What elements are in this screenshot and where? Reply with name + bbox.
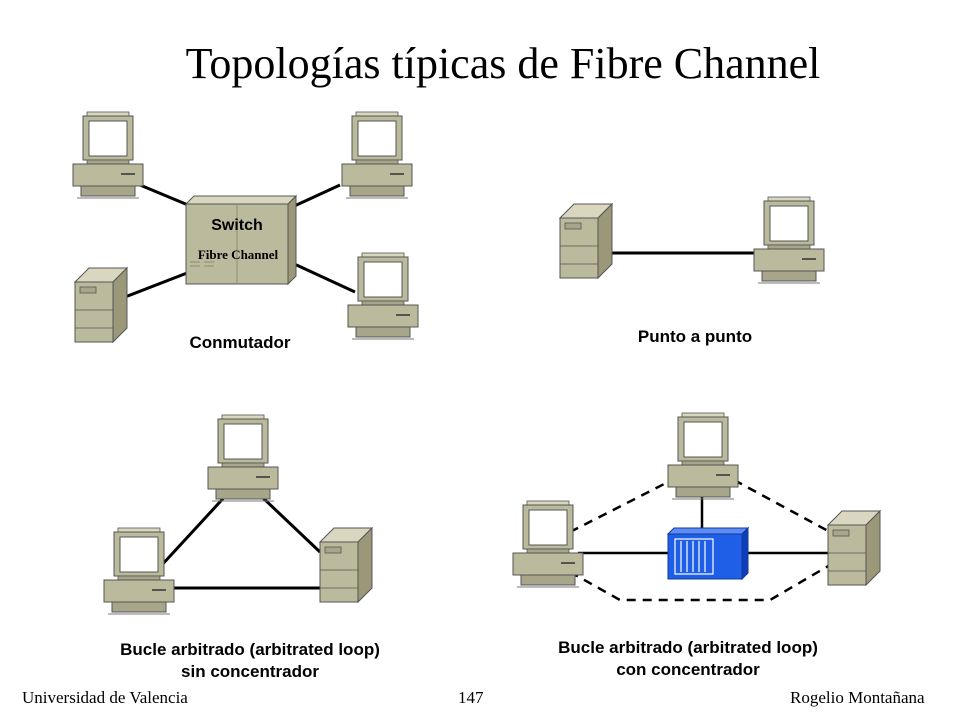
footer-university: Universidad de Valencia — [22, 688, 188, 707]
server-tower-icon — [559, 203, 613, 279]
server-tower-icon — [74, 267, 128, 343]
computer-icon — [753, 196, 825, 284]
link-line — [289, 260, 356, 294]
caption-loop-without-hub: Bucle arbitrado (arbitrated loop) sin co… — [60, 639, 440, 683]
computer-icon — [72, 111, 144, 199]
switch-icon: Switch Fibre Channel — [184, 194, 298, 286]
caption-loop-with-hub: Bucle arbitrado (arbitrated loop) con co… — [498, 637, 878, 681]
switched-topology: Switch Fibre Channel — [72, 111, 419, 343]
hub-icon — [666, 526, 750, 581]
switch-label: Switch — [211, 217, 263, 234]
computer-icon — [207, 414, 279, 502]
computer-icon — [347, 252, 419, 340]
computer-icon — [103, 527, 175, 615]
caption-line: con concentrador — [616, 660, 760, 679]
loop-line — [569, 563, 831, 602]
loop-line — [733, 478, 831, 534]
switch-sublabel: Fibre Channel — [198, 247, 279, 262]
caption-line: sin concentrador — [181, 662, 319, 681]
computer-icon — [667, 412, 739, 500]
computer-icon — [341, 111, 413, 199]
caption-line: Bucle arbitrado (arbitrated loop) — [558, 638, 818, 657]
server-tower-icon — [319, 527, 373, 603]
link-line — [289, 183, 341, 210]
loop-line — [569, 478, 673, 534]
server-tower-icon — [827, 510, 881, 586]
point-to-point-topology — [559, 196, 825, 284]
computer-icon — [512, 500, 584, 588]
footer-author: Rogelio Montañana — [790, 688, 925, 707]
footer-page-number: 147 — [458, 688, 484, 707]
caption-line: Bucle arbitrado (arbitrated loop) — [120, 640, 380, 659]
caption-point-to-point: Punto a punto — [637, 327, 753, 346]
loop-without-hub-topology — [103, 414, 373, 615]
page-title: Topologías típicas de Fibre Channel — [185, 39, 821, 88]
caption-switched: Conmutador — [189, 333, 291, 352]
loop-with-hub-topology — [512, 412, 881, 602]
